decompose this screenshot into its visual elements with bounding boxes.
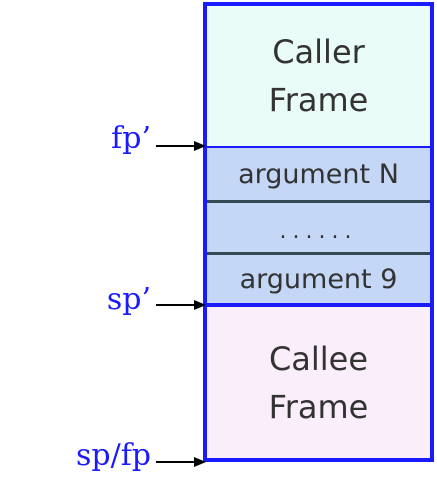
argument-9-slot: argument 9 — [207, 255, 430, 307]
ellipsis-slot: ...... — [207, 203, 430, 255]
sp-fp-arrow — [156, 457, 206, 467]
callee-frame: Callee Frame — [207, 307, 430, 458]
sp-fp-label: sp/fp — [75, 438, 151, 473]
callee-frame-line2: Frame — [268, 387, 369, 426]
stack-diagram: Caller Frame argument N ...... argument … — [203, 2, 434, 462]
caller-frame-line1: Caller — [272, 33, 365, 71]
caller-frame: Caller Frame — [207, 6, 430, 148]
fp-prime-arrow — [156, 141, 206, 151]
fp-prime-label: fp’ — [111, 121, 151, 156]
callee-frame-line1: Callee — [268, 339, 369, 378]
argument-9-label: argument 9 — [239, 263, 398, 295]
ellipsis-label: ...... — [279, 219, 358, 244]
argument-n-slot: argument N — [207, 148, 430, 203]
argument-n-label: argument N — [238, 158, 399, 190]
sp-prime-arrow — [156, 300, 206, 310]
caller-frame-line2: Frame — [268, 81, 369, 119]
sp-prime-label: sp’ — [106, 282, 151, 317]
